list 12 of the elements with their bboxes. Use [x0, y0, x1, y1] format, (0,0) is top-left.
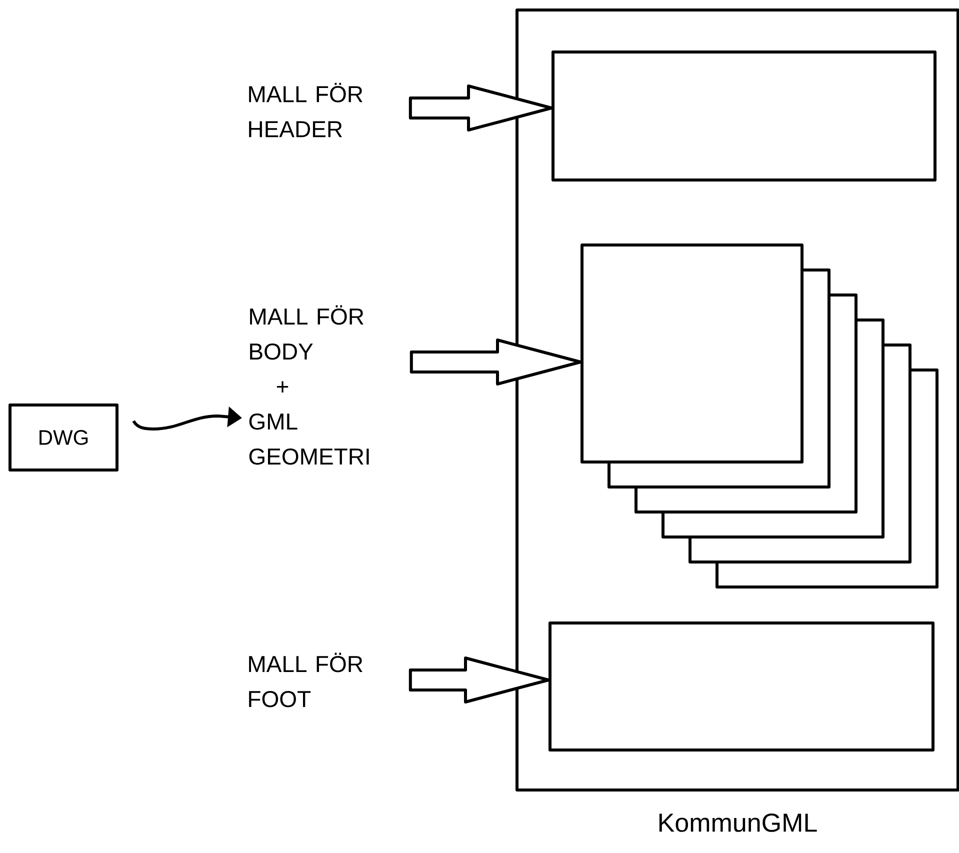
file-box: DWG — [8, 404, 118, 472]
content-box — [552, 50, 936, 182]
block-arrow — [408, 656, 550, 704]
template-label: MALL FÖR HEADER — [249, 82, 362, 138]
box-title: KommunGML — [659, 814, 817, 832]
template-label: MALL FÖR FOOT — [249, 652, 362, 708]
template-label: MALL FÖR BODY + GML GEOMETRI — [249, 305, 369, 465]
outer-box — [516, 8, 959, 792]
content-box — [548, 622, 934, 752]
box-stack — [580, 244, 938, 588]
block-arrow — [410, 338, 582, 386]
block-arrow — [408, 84, 553, 132]
